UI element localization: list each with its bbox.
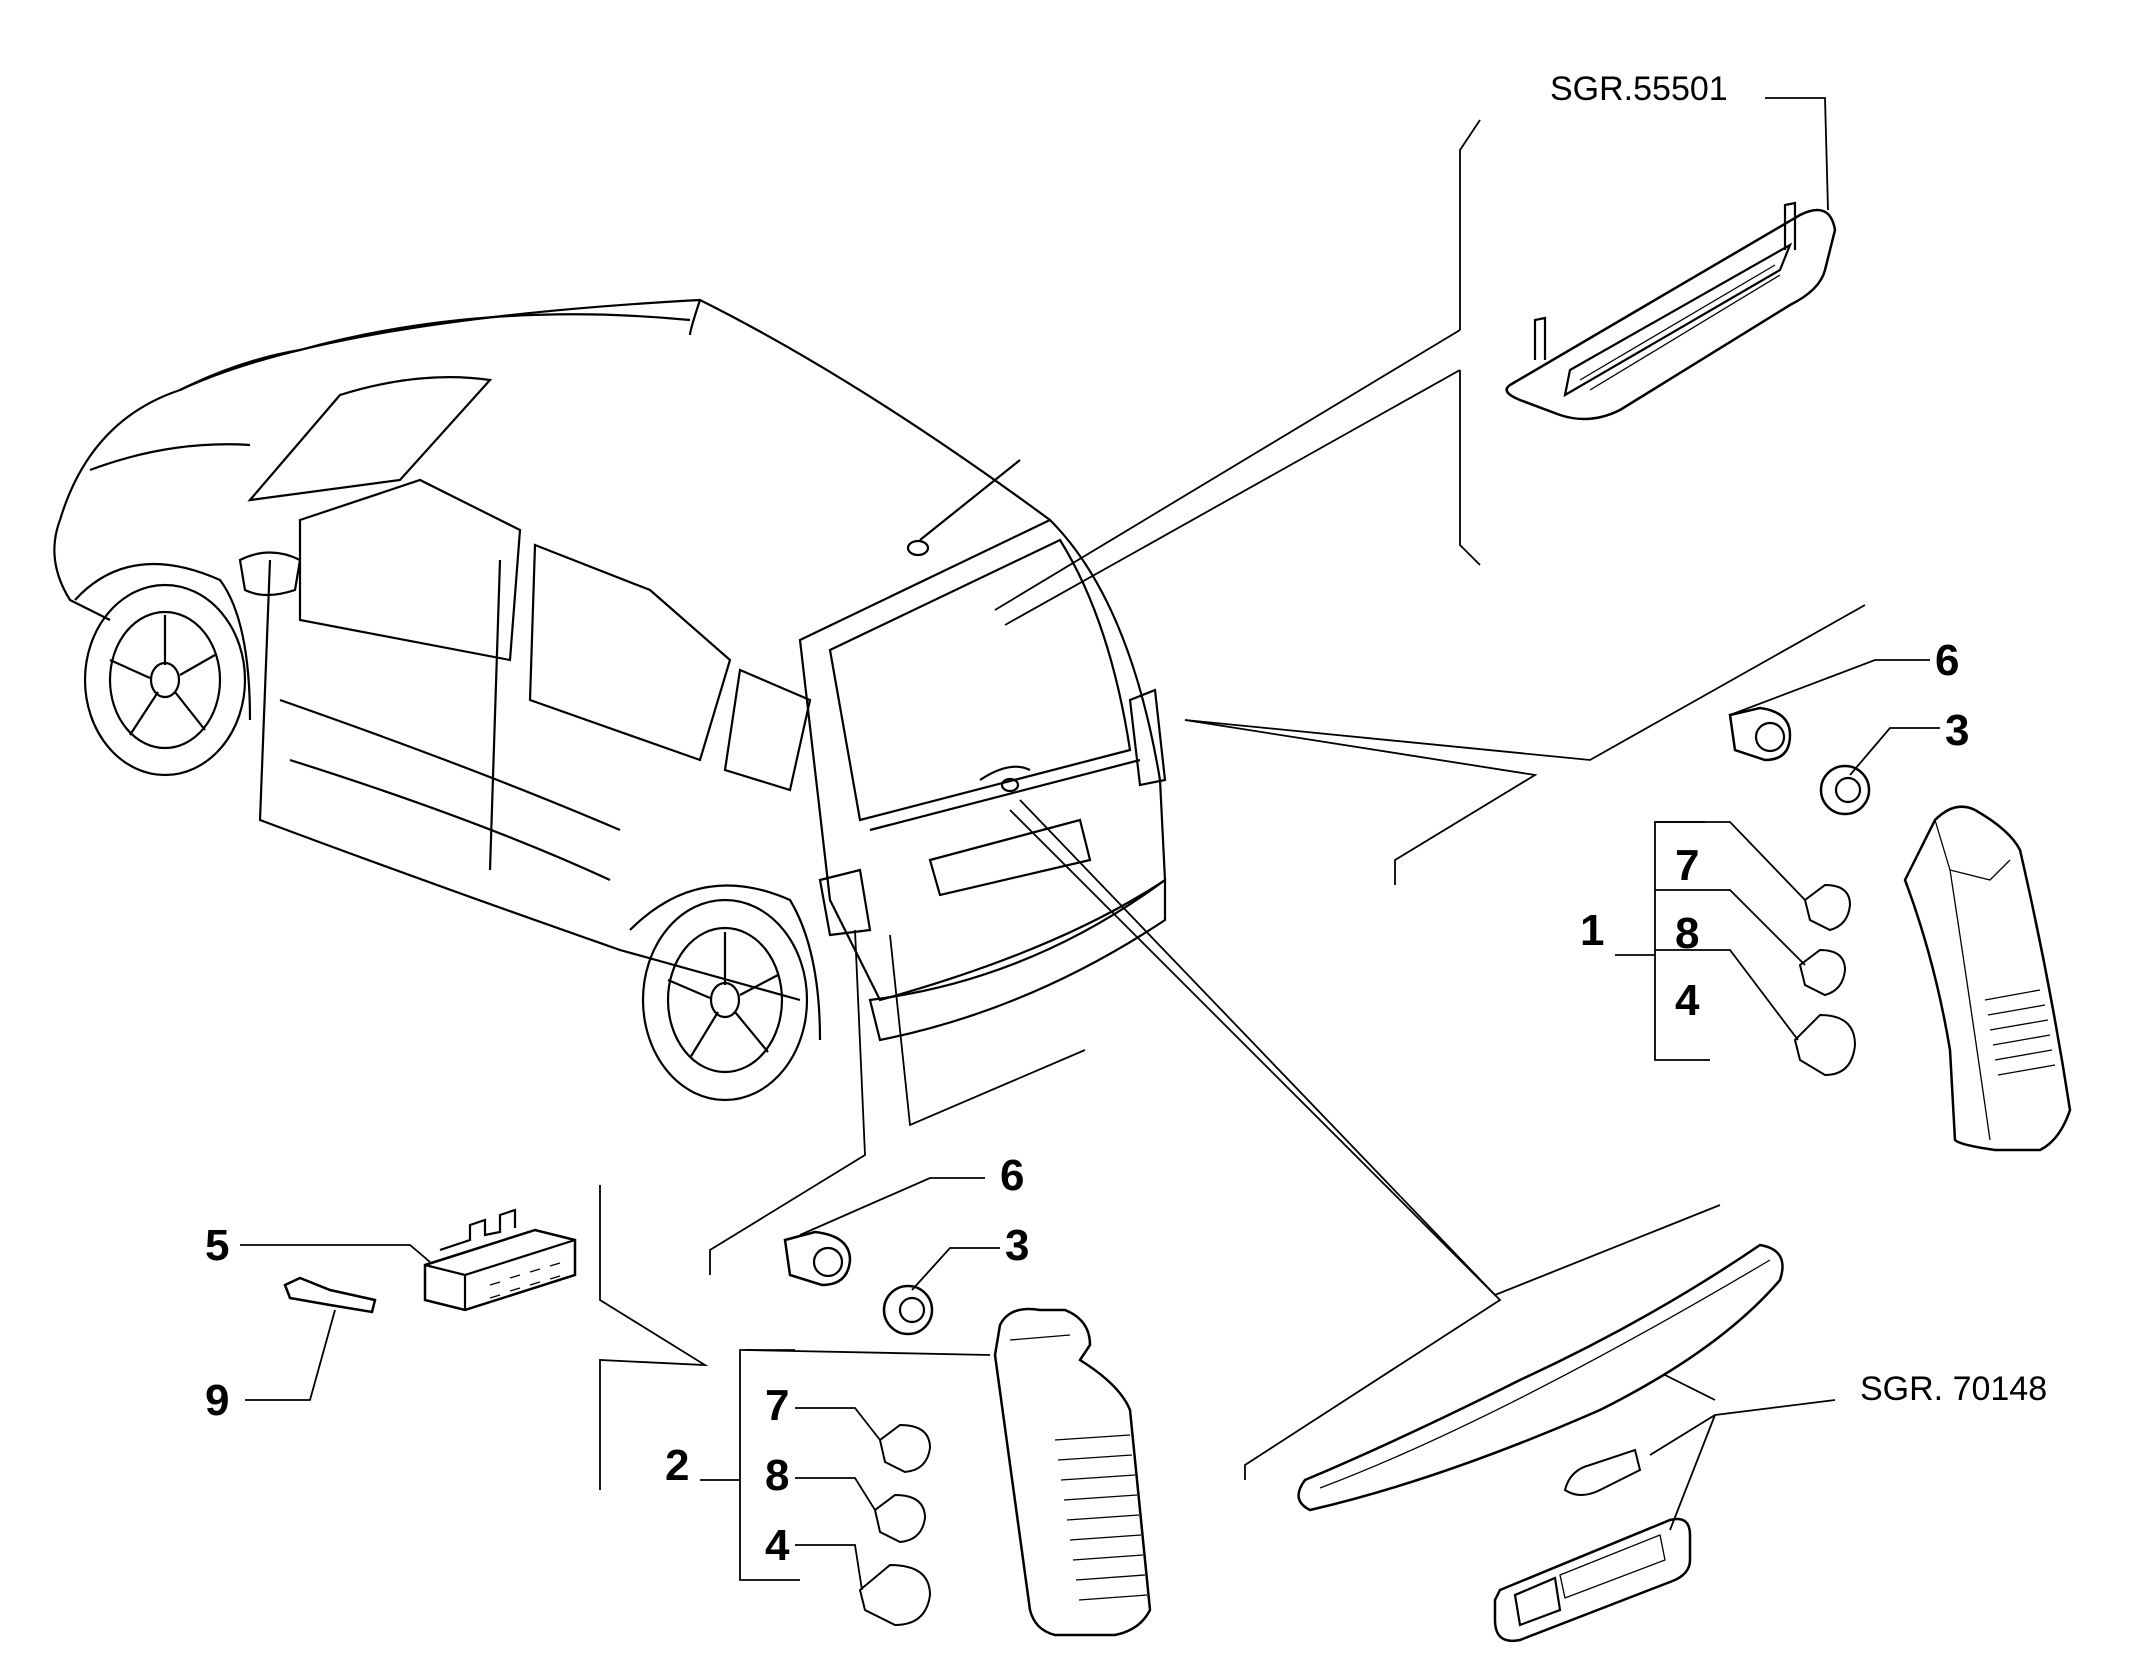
reference-code-plate: SGR. 70148 [1860, 1370, 2047, 1408]
leader-lines [599, 119, 1866, 1490]
car-rear-view-icon [53, 298, 1167, 1102]
callout-bulb-large-left: 4 [765, 1521, 790, 1570]
plate-lamp-icon [1493, 1448, 1692, 1643]
reference-code-upper: SGR.55501 [1550, 70, 1728, 108]
nut-icon [1819, 764, 1871, 816]
bulb-icon [1793, 883, 1857, 1077]
connector-block-icon [423, 1208, 577, 1312]
callout-bulb-small-b-left: 8 [765, 1451, 789, 1500]
callout-bulb-small-b-right: 8 [1675, 909, 1699, 958]
lamp-clip-icon [1728, 706, 1792, 762]
callout-assembly-right: 1 [1580, 906, 1604, 955]
callout-bulb-large-right: 4 [1675, 976, 1700, 1025]
lamp-clip-icon [783, 1230, 852, 1287]
callout-assembly-left: 2 [665, 1441, 689, 1490]
terminal-pin-icon [283, 1276, 377, 1314]
callout-terminal: 9 [205, 1376, 229, 1425]
callout-nut-left: 3 [1005, 1221, 1029, 1270]
bulb-icon [858, 1423, 932, 1627]
tailgate-trim-icon [1297, 1243, 1784, 1512]
third-brake-light-icon [1505, 201, 1837, 421]
callout-bulb-small-a-right: 7 [1675, 841, 1699, 890]
tail-lamp-icon [1903, 805, 2072, 1152]
callout-connector: 5 [205, 1221, 229, 1270]
tail-lamp-icon [993, 1307, 1152, 1637]
callout-clip-left: 6 [1000, 1151, 1024, 1200]
callout-bulb-small-a-left: 7 [765, 1381, 789, 1430]
callout-clip-right: 6 [1935, 636, 1959, 685]
nut-icon [882, 1284, 934, 1336]
callout-nut-right: 3 [1945, 706, 1969, 755]
